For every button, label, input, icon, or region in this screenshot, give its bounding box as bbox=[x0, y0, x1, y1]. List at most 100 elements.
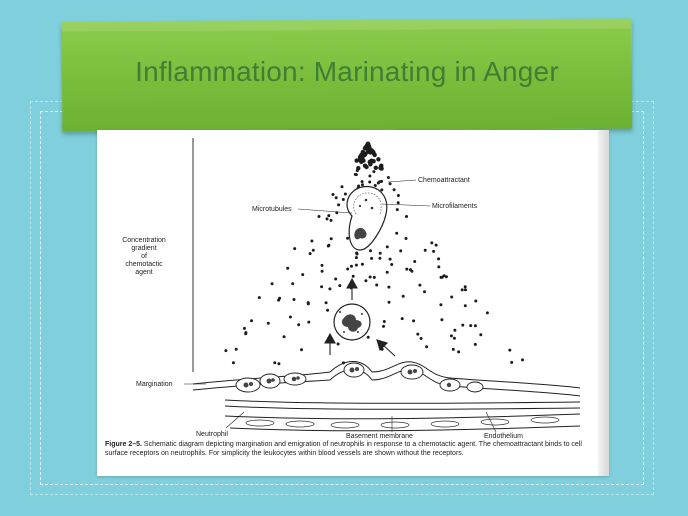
chemoattractant-dot bbox=[521, 358, 524, 362]
chemoattractant-dot bbox=[399, 249, 403, 253]
chemoattractant-dot bbox=[234, 347, 238, 351]
chemoattractant-dot bbox=[473, 324, 477, 328]
chemoattractant-dot bbox=[388, 182, 392, 186]
chemoattractant-dot bbox=[369, 249, 372, 253]
chemoattractant-dot bbox=[354, 263, 358, 267]
chemoattractant-dot bbox=[386, 176, 390, 179]
chemoattractant-dot bbox=[273, 361, 277, 365]
chemoattractant-dot bbox=[473, 342, 477, 346]
chemoattractant-dot bbox=[453, 328, 457, 332]
chemoattractant-dot bbox=[307, 320, 311, 324]
chemoattractant-dot bbox=[370, 256, 374, 260]
chemoattractant-dot bbox=[300, 348, 303, 352]
chemoattractant-dot bbox=[400, 317, 404, 321]
chemoattractant-dot bbox=[510, 360, 514, 364]
chemoattractant-dot bbox=[277, 298, 281, 302]
chemoattractant-dot bbox=[360, 262, 364, 266]
figure-caption: Figure 2–5. Schematic diagram depicting … bbox=[105, 441, 595, 458]
chemoattractant-dot bbox=[425, 345, 429, 349]
chemoattractant-dot bbox=[325, 217, 329, 221]
label-chemoattractant: Chemoattractant bbox=[418, 177, 470, 184]
migrating-neutrophil-top bbox=[346, 185, 388, 251]
chemoattractant-dot bbox=[320, 285, 324, 289]
chemoattractant-dot bbox=[368, 275, 372, 279]
chemoattractant-dot bbox=[419, 337, 423, 340]
chemoattractant-dot bbox=[401, 294, 405, 298]
chemoattractant-dot bbox=[382, 320, 386, 323]
chemoattractant-dot bbox=[326, 308, 330, 312]
chemoattractant-dot bbox=[405, 267, 409, 271]
chemoattractant-dot bbox=[387, 300, 391, 304]
paper-shadow-edge bbox=[598, 130, 609, 476]
chemoattractant-dot bbox=[373, 165, 378, 170]
chemoattractant-dot bbox=[291, 282, 295, 286]
chemoattractant-dot bbox=[331, 193, 335, 196]
label-chemotactic: chemotactic bbox=[125, 261, 163, 268]
endothelium-cells bbox=[245, 416, 560, 429]
chemoattractant-dot bbox=[357, 184, 361, 188]
chemoattractant-dot bbox=[451, 347, 455, 351]
chemoattractant-dot bbox=[474, 299, 478, 303]
chemoattractant-dot bbox=[368, 174, 372, 178]
chemoattractant-dot bbox=[324, 301, 328, 305]
chemoattractant-dot bbox=[387, 285, 391, 289]
chemoattractant-dot bbox=[375, 283, 379, 287]
chemoattractant-dot bbox=[329, 237, 333, 241]
chemoattractant-dot bbox=[404, 237, 408, 240]
chemoattractant-dot bbox=[301, 273, 305, 277]
chemoattractant-dot bbox=[423, 248, 427, 252]
chemoattractant-dot bbox=[450, 295, 454, 299]
label-leader-lines bbox=[184, 179, 497, 433]
chemoattractant-dot bbox=[341, 198, 345, 201]
chemoattractant-dot bbox=[310, 239, 314, 243]
chemoattractant-dot bbox=[358, 155, 363, 160]
chemoattractant-dot bbox=[292, 298, 296, 301]
chemoattractant-dot bbox=[350, 264, 353, 268]
chemoattractant-dot bbox=[369, 158, 374, 163]
chemoattractant-dot bbox=[354, 256, 358, 260]
chemoattractant-dot bbox=[388, 257, 392, 261]
chemoattractant-dot bbox=[244, 331, 248, 335]
chemoattractant-dot bbox=[277, 362, 281, 366]
chemoattractant-dot bbox=[416, 332, 420, 336]
chemoattractant-dot bbox=[396, 194, 400, 197]
chemoattractant-dot bbox=[485, 311, 489, 315]
slide-title: Inflammation: Marinating in Anger bbox=[135, 56, 559, 87]
chemoattractant-dot bbox=[320, 269, 324, 273]
chemoattractant-dot bbox=[224, 349, 228, 353]
chemoattractant-dot bbox=[395, 208, 399, 212]
chemoattractant-dot bbox=[452, 336, 456, 340]
chemoattractant-dot bbox=[460, 288, 464, 292]
chemoattractant-dot bbox=[479, 333, 483, 337]
chemoattractant-dot bbox=[346, 236, 350, 240]
chemoattractant-dot bbox=[306, 301, 310, 305]
chemoattractant-dot bbox=[432, 249, 436, 253]
label-microtubules: Microtubules bbox=[252, 206, 292, 213]
chemoattractant-dot bbox=[286, 266, 290, 270]
chemoattractant-dot bbox=[396, 201, 400, 205]
chemoattractant-dot bbox=[308, 252, 312, 256]
label-of: of bbox=[141, 253, 147, 260]
chemoattractant-dot bbox=[360, 149, 365, 155]
chemoattractant-dot bbox=[378, 180, 382, 184]
chemoattractant-dot bbox=[444, 275, 448, 279]
chemoattractant-dot bbox=[457, 350, 461, 354]
chemoattractant-dot bbox=[418, 283, 422, 287]
chemoattractant-dot bbox=[463, 304, 467, 308]
chemoattractant-dot bbox=[329, 218, 333, 222]
chemoattractant-dot bbox=[437, 257, 441, 261]
chemoattractant-dot bbox=[266, 321, 270, 325]
chemoattractant-dot bbox=[378, 251, 382, 255]
chemoattractant-dot bbox=[293, 247, 297, 251]
marginating-neutrophils bbox=[235, 362, 484, 393]
chemoattractant-dots bbox=[224, 141, 524, 366]
chemoattractant-dot bbox=[437, 265, 441, 269]
chemoattractant-dot bbox=[368, 180, 372, 184]
chemoattractant-dot bbox=[463, 285, 467, 289]
chemoattractant-dot bbox=[326, 244, 330, 248]
chemoattractant-dot bbox=[328, 287, 332, 291]
chemoattractant-dot bbox=[360, 180, 364, 184]
chemoattractant-dot bbox=[366, 335, 370, 339]
chemoattractant-dot bbox=[365, 142, 370, 148]
